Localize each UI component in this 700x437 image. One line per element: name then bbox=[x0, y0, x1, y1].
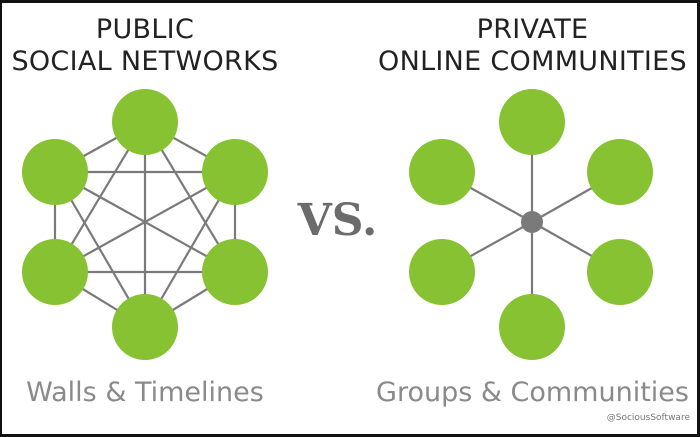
star-member-node bbox=[587, 139, 653, 205]
credit-watermark: @SociousSoftware bbox=[606, 413, 690, 423]
mesh-member-node bbox=[202, 139, 268, 205]
star-member-node bbox=[587, 239, 653, 305]
mesh-member-node bbox=[22, 139, 88, 205]
versus-label: VS. bbox=[297, 195, 378, 246]
private-title-line-1: PRIVATE bbox=[476, 14, 589, 45]
mesh-member-node bbox=[202, 239, 268, 305]
private-title-line-2: ONLINE COMMUNITIES bbox=[378, 46, 687, 77]
mesh-network-diagram bbox=[22, 89, 268, 360]
star-member-node bbox=[499, 294, 565, 360]
star-member-node bbox=[499, 89, 565, 155]
public-title-line-1: PUBLIC bbox=[95, 14, 195, 45]
mesh-connection-line bbox=[54, 171, 236, 273]
public-networks-caption: Walls & Timelines bbox=[26, 377, 264, 408]
public-networks-title: PUBLIC SOCIAL NETWORKS bbox=[0, 14, 290, 78]
private-communities-caption: Groups & Communities bbox=[376, 377, 689, 408]
mesh-member-node bbox=[22, 239, 88, 305]
private-communities-title: PRIVATE ONLINE COMMUNITIES bbox=[365, 14, 700, 78]
star-network-diagram bbox=[409, 89, 653, 360]
star-member-node bbox=[409, 139, 475, 205]
public-title-line-2: SOCIAL NETWORKS bbox=[11, 46, 279, 77]
mesh-member-node bbox=[112, 294, 178, 360]
star-hub-node bbox=[521, 211, 543, 233]
mesh-member-node bbox=[112, 89, 178, 155]
star-member-node bbox=[409, 239, 475, 305]
